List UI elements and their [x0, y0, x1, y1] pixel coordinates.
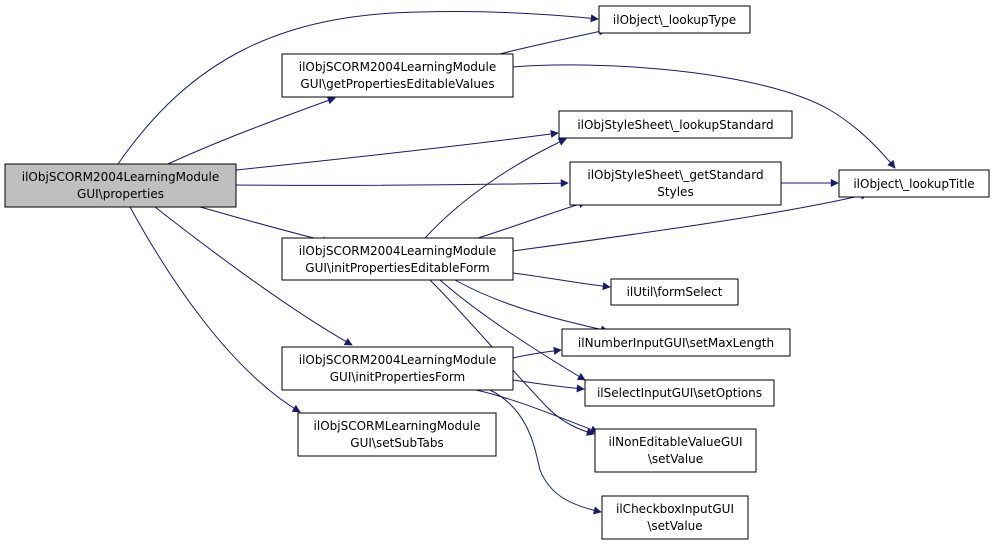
edge-root-subtabs	[129, 206, 301, 413]
node-setmaxlen-line-1: ilNumberInputGUI\setMaxLength	[578, 336, 774, 350]
edge-initform-setoptions	[512, 379, 585, 393]
node-lookuptitle-line-1: ilObject\_lookupTitle	[853, 177, 974, 191]
edge-initform-setmaxlen	[512, 346, 562, 359]
node-non-editable-set-value[interactable]: ilNonEditableValueGUI \setValue	[594, 428, 757, 473]
node-set-sub-tabs[interactable]: ilObjSCORMLearningModule GUI\setSubTabs	[297, 412, 497, 457]
node-checkbox-set-value[interactable]: ilCheckboxInputGUI \setValue	[601, 495, 749, 540]
node-lookup-title[interactable]: ilObject\_lookupTitle	[838, 169, 990, 198]
node-init-properties-form[interactable]: ilObjSCORM2004LearningModule GUI\initPro…	[281, 346, 514, 391]
node-lookup-type[interactable]: ilObject\_lookupType	[598, 5, 751, 34]
edge-initedit-setmaxlen	[454, 279, 609, 334]
node-get-properties-editable-values[interactable]: ilObjSCORM2004LearningModule GUI\getProp…	[281, 53, 514, 98]
node-lookupstd-line-1: ilObjStyleSheet\_lookupStandard	[577, 118, 773, 132]
node-getstd-line-1: ilObjStyleSheet\_getStandard	[587, 168, 763, 182]
edge-root-getprops	[167, 96, 336, 165]
edge-getprops-lookuptype	[499, 27, 607, 55]
edge-initedit-nonedit	[429, 279, 595, 436]
node-getstd-line-2: Styles	[657, 185, 693, 199]
node-get-standard-styles[interactable]: ilObjStyleSheet\_getStandard Styles	[569, 161, 782, 206]
node-subtabs-line-1: ilObjSCORMLearningModule	[314, 419, 481, 433]
node-initedit-line-1: ilObjSCORM2004LearningModule	[299, 244, 496, 258]
node-initedit-line-2: GUI\initPropertiesEditableForm	[305, 261, 489, 275]
nodes: ilObjSCORM2004LearningModule GUI\propert…	[4, 5, 990, 540]
node-root[interactable]: ilObjSCORM2004LearningModule GUI\propert…	[4, 163, 237, 208]
edge-root-initform	[154, 206, 353, 346]
node-set-max-length[interactable]: ilNumberInputGUI\setMaxLength	[561, 328, 791, 357]
node-setoptions-line-1: ilSelectInputGUI\setOptions	[597, 386, 762, 400]
edge-root-lookupstd	[235, 130, 559, 171]
node-nonedit-line-2: \setValue	[648, 452, 703, 466]
node-initform-line-1: ilObjSCORM2004LearningModule	[299, 353, 496, 367]
edge-initform-nonedit	[475, 389, 599, 434]
edge-getprops-lookuptitle	[512, 64, 896, 169]
node-form-select[interactable]: ilUtil\formSelect	[610, 278, 739, 306]
node-checkbox-line-1: ilCheckboxInputGUI	[616, 502, 734, 516]
node-initform-line-2: GUI\initPropertiesForm	[330, 370, 466, 384]
edge-initedit-lookupstd	[424, 138, 567, 239]
edge-root-initedit	[199, 206, 331, 245]
edge-initform-checkbox	[489, 389, 602, 515]
node-root-line-1: ilObjSCORM2004LearningModule	[22, 170, 219, 184]
node-lookup-standard[interactable]: ilObjStyleSheet\_lookupStandard	[558, 110, 793, 139]
node-formselect-line-1: ilUtil\formSelect	[627, 285, 723, 299]
edge-root-getstd	[235, 179, 569, 188]
node-init-properties-editable-form[interactable]: ilObjSCORM2004LearningModule GUI\initPro…	[281, 237, 514, 281]
node-subtabs-line-2: GUI\setSubTabs	[350, 436, 443, 450]
node-lookuptype-line-1: ilObject\_lookupType	[613, 13, 736, 27]
node-getprops-line-2: GUI\getPropertiesEditableValues	[300, 77, 494, 91]
edge-initedit-setoptions	[439, 279, 586, 381]
edges	[117, 11, 896, 515]
node-set-options[interactable]: ilSelectInputGUI\setOptions	[584, 379, 775, 407]
edge-initedit-lookuptitle	[512, 191, 869, 252]
node-nonedit-line-1: ilNonEditableValueGUI	[608, 435, 742, 449]
edge-root-lookuptype	[117, 11, 599, 165]
node-checkbox-line-2: \setValue	[647, 519, 702, 533]
edge-initedit-formselect	[512, 272, 611, 291]
node-getprops-line-1: ilObjSCORM2004LearningModule	[299, 60, 496, 74]
node-root-line-2: GUI\properties	[77, 187, 164, 201]
edge-initedit-getstd	[477, 200, 587, 239]
